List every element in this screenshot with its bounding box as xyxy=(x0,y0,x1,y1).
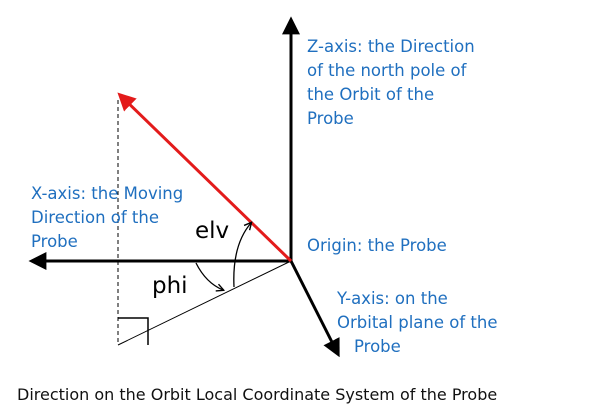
y-axis-label-line-1: Y-axis: on the xyxy=(337,289,448,308)
z-axis-label-line-1: Z-axis: the Direction xyxy=(307,37,475,56)
z-axis-label-line-4: Probe xyxy=(307,109,354,128)
figure-caption: Direction on the Orbit Local Coordinate … xyxy=(17,385,498,404)
origin-label-text: Origin: the Probe xyxy=(307,236,447,255)
y-axis-line xyxy=(289,260,340,358)
elv-angle-arc xyxy=(233,223,251,288)
z-axis-label-line-3: the Orbit of the xyxy=(307,85,435,104)
z-axis-label: Z-axis: the Direction of the north pole … xyxy=(307,35,475,131)
y-axis-label-line-3: Probe xyxy=(354,337,401,356)
x-axis-label-line-1: X-axis: the Moving xyxy=(31,184,184,203)
phi-label: phi xyxy=(152,273,188,299)
x-axis-label: X-axis: the Moving Direction of the Prob… xyxy=(31,182,183,254)
y-axis-label-line-2: Orbital plane of the xyxy=(337,313,498,332)
phi-angle-arc xyxy=(195,262,223,290)
x-axis-label-line-2: Direction of the xyxy=(31,208,160,227)
direction-vector xyxy=(117,92,293,263)
right-angle-marker xyxy=(118,317,149,345)
elv-label: elv xyxy=(195,218,230,244)
x-axis-label-line-3: Probe xyxy=(31,232,78,251)
z-axis-label-line-2: of the north pole of xyxy=(307,61,467,80)
projection-line xyxy=(117,260,292,346)
y-axis-label: Y-axis: on the Orbital plane of the Prob… xyxy=(337,287,498,359)
origin-label: Origin: the Probe xyxy=(307,234,447,258)
